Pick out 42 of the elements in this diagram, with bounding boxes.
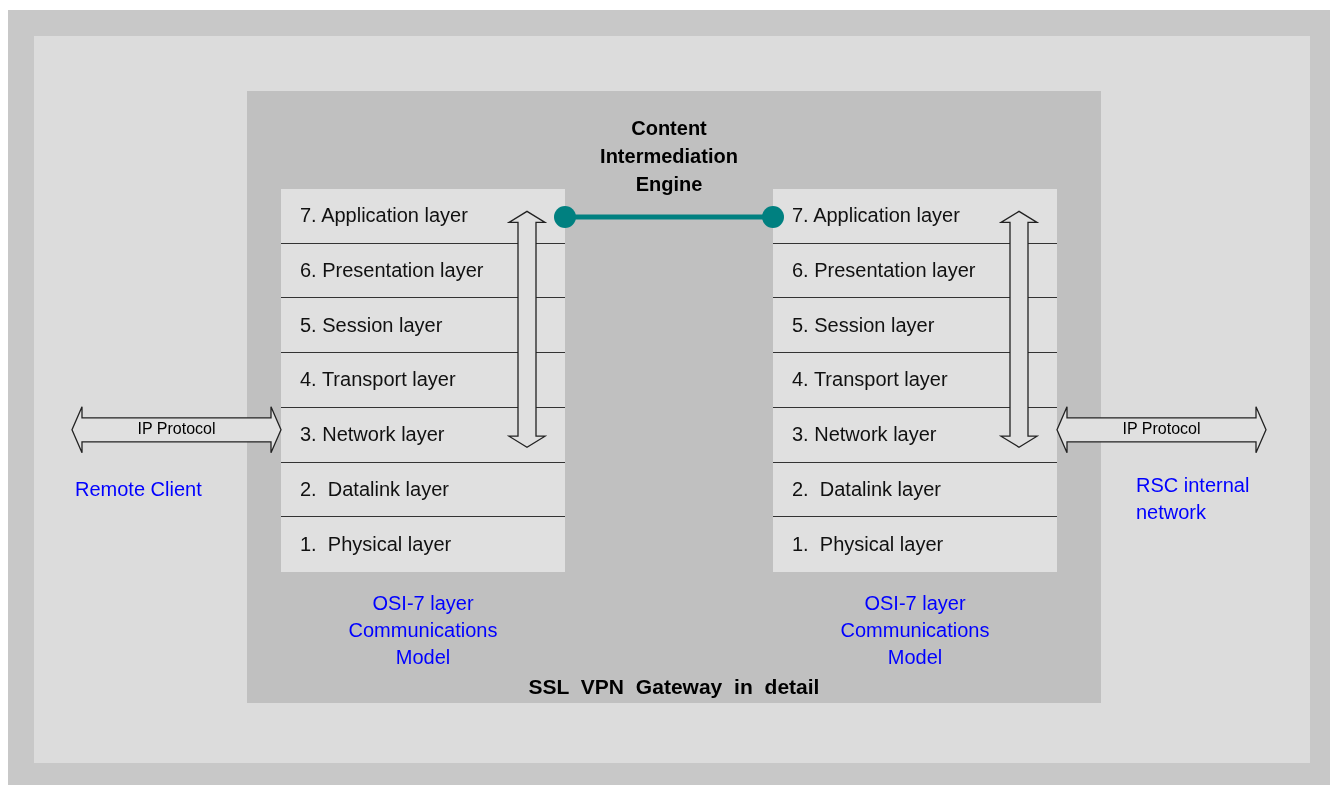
layer-stack xyxy=(281,189,565,572)
layer-row xyxy=(281,517,565,572)
layer-row xyxy=(773,462,1057,518)
layer-label: 4. Transport layer xyxy=(299,368,456,392)
layer-row xyxy=(281,407,565,463)
double-block-arrow xyxy=(506,210,548,448)
double-block-arrow xyxy=(1056,406,1267,454)
layer-label: 3. Network layer xyxy=(299,423,445,447)
layer-row xyxy=(281,189,565,244)
panel-title: SSL VPN Gateway in detail xyxy=(527,675,821,699)
double-block-arrow xyxy=(71,406,282,454)
layer-label: 7. Application layer xyxy=(299,204,468,228)
layer-row xyxy=(773,353,1057,408)
double-block-arrow xyxy=(998,210,1040,448)
model-caption: OSI-7 layer Communications Model xyxy=(347,591,499,670)
connector-line xyxy=(554,206,784,228)
layer-label: 6. Presentation layer xyxy=(791,259,976,283)
layer-label: 2. Datalink layer xyxy=(299,477,449,501)
layer-label: 7. Application layer xyxy=(791,204,960,228)
layer-label: 5. Session layer xyxy=(791,313,935,337)
endpoint-label: Remote Client xyxy=(75,477,203,502)
layer-row xyxy=(281,298,565,354)
model-caption: OSI-7 layer Communications Model xyxy=(839,591,991,670)
layer-row xyxy=(773,407,1057,463)
layer-row xyxy=(773,298,1057,354)
layer-row xyxy=(773,189,1057,244)
edge-label: IP Protocol xyxy=(1121,418,1202,439)
layer-stack xyxy=(773,189,1057,572)
edge-label: IP Protocol xyxy=(136,418,217,439)
edge-label: Content Intermediation Engine xyxy=(599,116,739,197)
layer-label: 1. Physical layer xyxy=(299,533,452,557)
layer-row xyxy=(281,462,565,518)
layer-label: 2. Datalink layer xyxy=(791,477,941,501)
layer-label: 5. Session layer xyxy=(299,313,443,337)
layer-label: 4. Transport layer xyxy=(791,368,948,392)
endpoint-label: RSC internal network xyxy=(1136,473,1251,525)
gateway-panel xyxy=(247,91,1101,703)
layer-label: 6. Presentation layer xyxy=(299,259,484,283)
layer-row xyxy=(773,517,1057,572)
layer-label: 3. Network layer xyxy=(791,423,937,447)
layer-label: 1. Physical layer xyxy=(791,533,944,557)
layer-row xyxy=(281,353,565,408)
